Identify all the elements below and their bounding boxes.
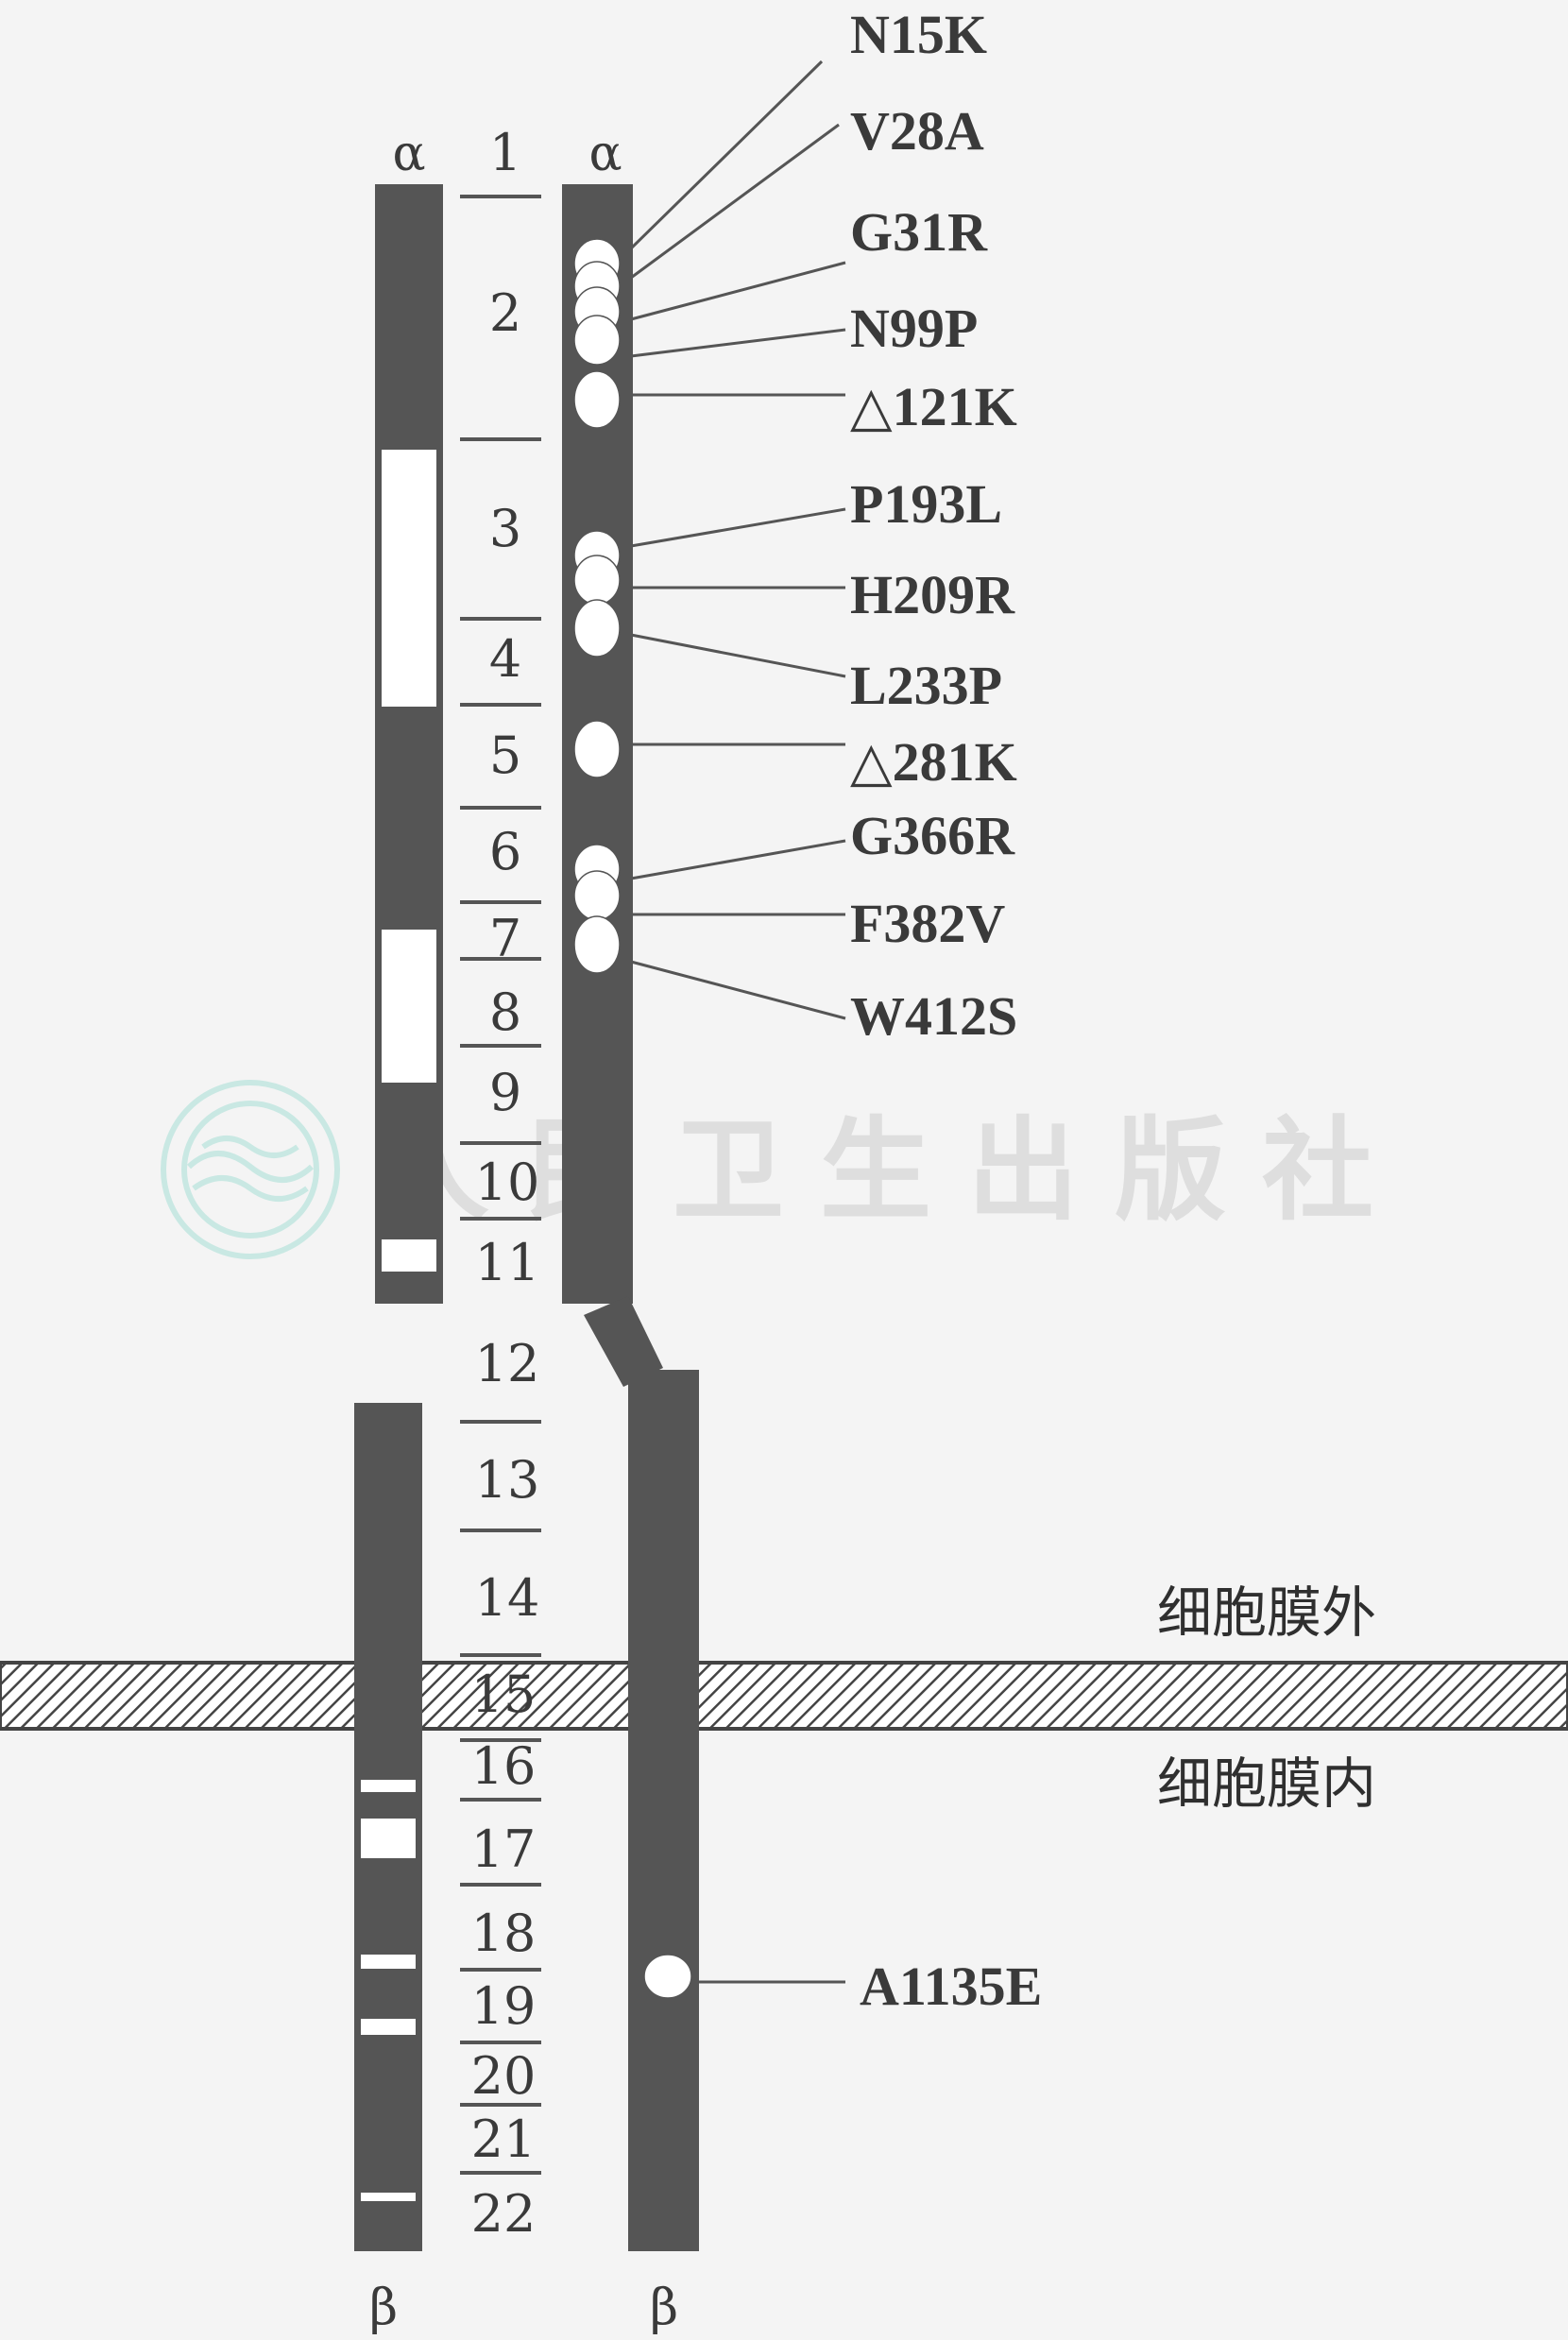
watermark-text: 人民卫生出版社: [378, 1104, 1409, 1236]
beta-right-label: β: [650, 2280, 678, 2336]
mutation-281K: △281K: [573, 720, 1017, 793]
membrane-outside-label: 细胞膜外: [1157, 1580, 1376, 1645]
beta-chain-left: [354, 1403, 422, 2251]
segment-number: 14: [475, 1568, 540, 1628]
mutation-H209R: H209R: [573, 555, 1015, 625]
cell-membrane: [0, 1661, 1568, 1731]
mutation-label: P193L: [850, 473, 1002, 535]
mutation-A1135E: A1135E: [643, 1954, 1042, 2017]
mutation-N99P: N99P: [573, 298, 978, 366]
segment-number: 19: [471, 1976, 537, 2036]
mutation-label: L233P: [850, 655, 1002, 716]
alpha-beta-linker: [584, 1296, 663, 1387]
segment-number: 4: [489, 629, 521, 689]
mutation-label: V28A: [850, 100, 984, 162]
mutation-F382V: F382V: [573, 870, 1005, 954]
segment-number: 13: [475, 1450, 540, 1510]
segment-number: 22: [471, 2184, 537, 2244]
mutation-label: △281K: [850, 731, 1017, 793]
segment-number: 5: [489, 726, 521, 785]
mutation-label: N15K: [850, 4, 987, 65]
beta-chain-right: [628, 1370, 699, 2251]
mutation-label: F382V: [850, 893, 1005, 954]
mutation-label: W412S: [850, 985, 1017, 1047]
mutation-121K: △121K: [573, 370, 1017, 437]
mutation-V28A: V28A: [573, 100, 984, 312]
mutation-label: A1135E: [860, 1956, 1042, 2017]
segment-number: 8: [489, 982, 521, 1042]
mutation-G366R: G366R: [573, 805, 1015, 895]
segment-number: 10: [475, 1153, 540, 1212]
segment-number: 17: [471, 1819, 537, 1879]
alpha-left-label: α: [392, 126, 425, 182]
mutation-L233P: L233P: [573, 599, 1002, 716]
segment-number: 9: [489, 1063, 521, 1122]
segment-number: 21: [471, 2109, 537, 2169]
membrane-inside-label: 细胞膜内: [1157, 1751, 1376, 1816]
mutation-W412S: W412S: [573, 915, 1017, 1047]
segment-number: 7: [489, 909, 521, 968]
segment-number: 1: [489, 123, 521, 182]
segment-number: 12: [475, 1334, 540, 1393]
segment-number: 16: [471, 1736, 537, 1796]
watermark-logo-icon: [161, 1080, 340, 1259]
beta-left-label: β: [369, 2280, 398, 2336]
segment-number: 15: [471, 1665, 537, 1724]
segment-number: 3: [489, 499, 521, 558]
mutation-label: △121K: [850, 376, 1017, 437]
mutation-markers: N15K V28A G31R N99P △121K P193L: [573, 4, 1042, 2017]
segment-number: 18: [471, 1904, 537, 1963]
segment-dividers: [460, 195, 541, 2175]
mutation-label: H209R: [850, 564, 1015, 625]
mutation-label: G31R: [850, 201, 988, 263]
segment-number: 2: [489, 283, 521, 343]
segment-number: 11: [475, 1233, 540, 1292]
mutation-label: G366R: [850, 805, 1015, 866]
mutation-G31R: G31R: [573, 201, 988, 337]
alpha-right-label: α: [588, 126, 622, 182]
watermark: 人民卫生出版社: [161, 1080, 1409, 1259]
segment-number: 6: [489, 822, 521, 881]
mutation-label: N99P: [850, 298, 978, 359]
segment-numbers: 1 2 3 4 5 6 7 8 9 10 11 12 13 14 15 16 1…: [471, 123, 540, 2244]
alpha-chain-left: [375, 184, 443, 1304]
segment-number: 20: [471, 2046, 537, 2106]
